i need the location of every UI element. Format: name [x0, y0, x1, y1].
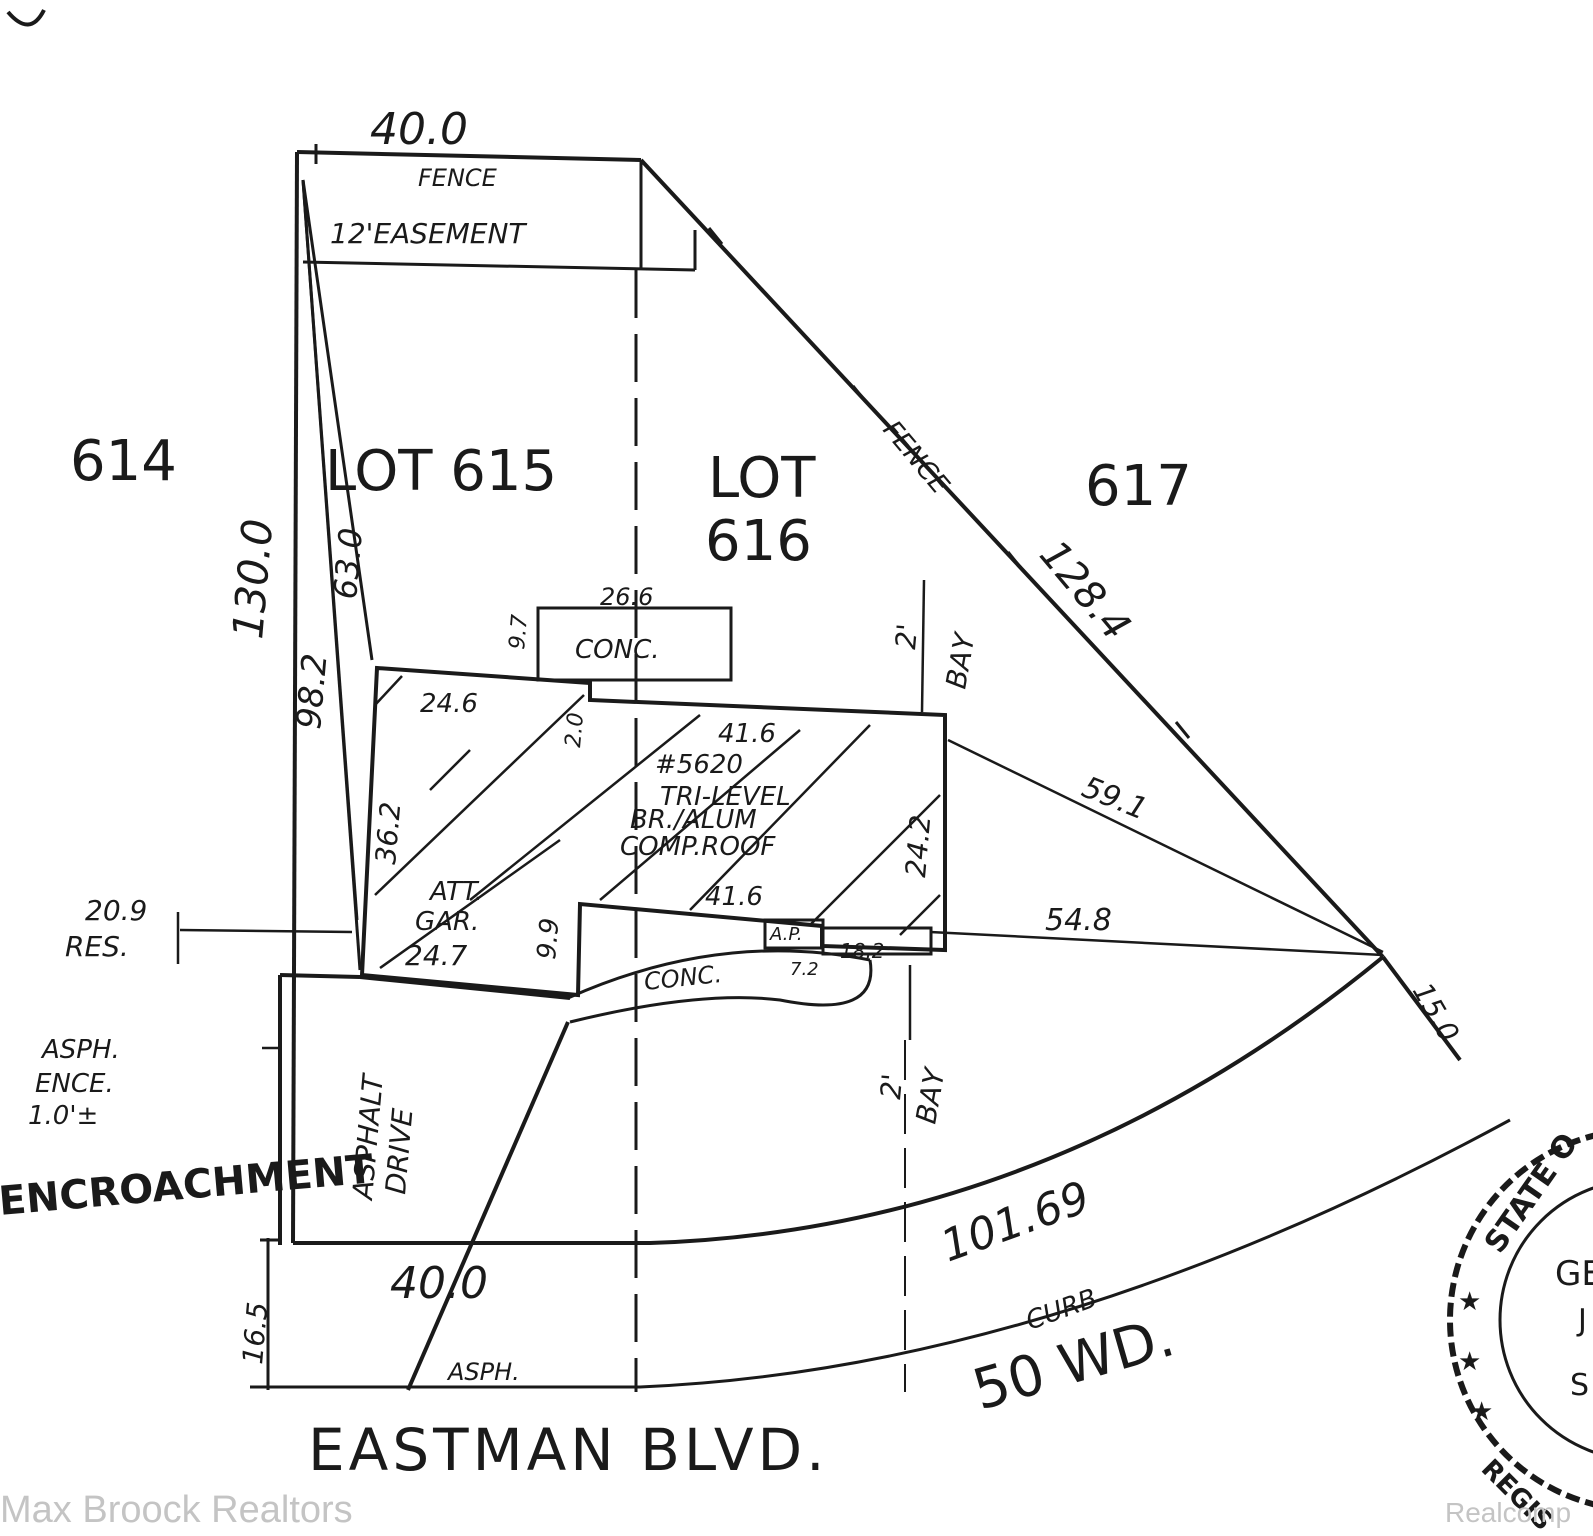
- dim-130: 130.0: [223, 517, 282, 641]
- label-res: RES.: [65, 930, 129, 963]
- dim-20-9: 20.9: [85, 894, 147, 927]
- offset-lines: [176, 579, 1384, 1050]
- seal-star-3: ★: [1470, 1397, 1493, 1427]
- concrete-walk: [567, 949, 873, 1024]
- label-att: ATT.: [428, 877, 483, 907]
- label-50-wd: 50 WD.: [966, 1304, 1181, 1423]
- label-ence: ENCE.: [35, 1069, 114, 1099]
- easement-box: [302, 160, 697, 272]
- label-drive: DRIVE: [379, 1107, 419, 1196]
- lot-617: 617: [1085, 454, 1192, 519]
- house-line-4: COMP.ROOF: [620, 832, 776, 862]
- seal-text-2: GE: [1555, 1254, 1593, 1294]
- dim-15-0: 15.0: [1406, 977, 1466, 1047]
- dim-101-69: 101.69: [934, 1172, 1096, 1273]
- lot-615: LOT 615: [325, 439, 557, 504]
- seal-text-1: STATE O: [1478, 1127, 1586, 1260]
- label-1-0: 1.0'±: [28, 1101, 98, 1131]
- label-asph-road: ASPH.: [446, 1358, 520, 1386]
- label-easement: 12'EASEMENT: [330, 217, 527, 250]
- house-line-3: BR./ALUM: [630, 805, 757, 835]
- watermark-right: Realcomp: [1445, 1497, 1571, 1528]
- dimension-arrows: [301, 179, 374, 971]
- dim-16-5: 16.5: [236, 1301, 274, 1366]
- dim-59-1: 59.1: [1077, 770, 1152, 827]
- dim-top-40: 40.0: [370, 104, 468, 155]
- dim-9-7: 9.7: [505, 613, 533, 650]
- seal-star-1: ★: [1458, 1287, 1481, 1317]
- dim-24-6: 24.6: [420, 689, 478, 719]
- lot-616-a: LOT: [708, 446, 816, 511]
- dim-41-6-top: 41.6: [718, 719, 776, 749]
- road-lines: [250, 1118, 1511, 1390]
- label-bay-top: BAY: [939, 629, 981, 691]
- asphalt-drive: [278, 973, 571, 1391]
- dim-63: 63.0: [326, 526, 370, 600]
- label-fence-diag: FENCE: [877, 415, 955, 500]
- dim-54-8: 54.8: [1045, 903, 1112, 938]
- dim-24-7: 24.7: [405, 939, 468, 972]
- dim-9-9: 9.9: [532, 917, 565, 961]
- dim-36-2: 36.2: [369, 801, 407, 866]
- house-line-2: TRI-LEVEL: [660, 782, 791, 812]
- lot-boundary: [291, 150, 1462, 1245]
- label-asph: ASPH.: [40, 1035, 120, 1065]
- encroachment-stamp: ENCROACHMENT: [0, 1146, 376, 1225]
- house-line-1: #5620: [655, 750, 743, 780]
- lot-616-b: 616: [705, 509, 812, 574]
- dim-24-2: 24.2: [899, 814, 937, 879]
- dim-bottom-40: 40.0: [390, 1258, 488, 1309]
- seal-star-2: ★: [1458, 1347, 1481, 1377]
- seal-text-3: J: [1576, 1303, 1587, 1338]
- label-gar: GAR.: [415, 907, 479, 937]
- surveyor-seal: STATE O GE J S REGIS ★ ★ ★: [1447, 1127, 1593, 1536]
- label-conc-top: CONC.: [575, 635, 660, 665]
- dim-18-2: 18.2: [840, 939, 885, 963]
- lot-614: 614: [70, 429, 177, 494]
- dim-2-0: 2.0: [561, 711, 589, 748]
- label-bay-top-2: 2': [889, 622, 924, 650]
- watermark-left: Max Broock Realtors: [0, 1489, 353, 1531]
- dim-98-2: 98.2: [289, 652, 335, 731]
- label-bay-bot-2: 2': [874, 1072, 909, 1100]
- street-name: EASTMAN BLVD.: [308, 1416, 829, 1484]
- corner-mark: [6, 9, 46, 27]
- ap-boxes: [763, 918, 933, 956]
- dim-41-6-bot: 41.6: [705, 882, 763, 912]
- concrete-pad-top: [536, 606, 733, 682]
- dim-7-2: 7.2: [790, 959, 819, 980]
- dim-128-4: 128.4: [1030, 532, 1139, 649]
- label-fence-top: FENCE: [418, 164, 498, 192]
- boundary-ticks: [314, 144, 1191, 739]
- seal-text-4: S: [1570, 1368, 1589, 1403]
- label-ap: A.P.: [769, 924, 802, 945]
- label-conc-bot: CONC.: [643, 960, 723, 996]
- label-bay-bot: BAY: [909, 1064, 951, 1126]
- dim-26-6: 26.6: [600, 583, 653, 611]
